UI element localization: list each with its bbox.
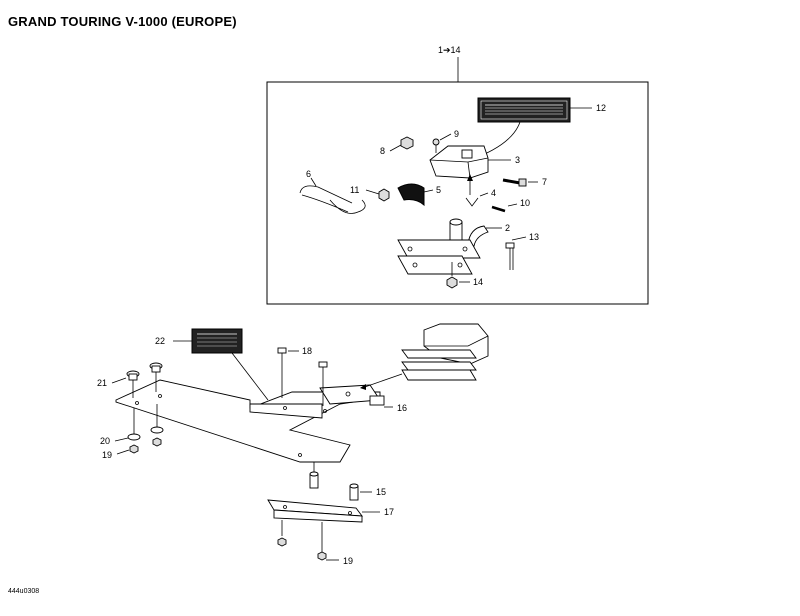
callout-6: 6 [306,169,311,179]
callout-10: 10 [520,198,530,208]
callout-20: 20 [100,436,110,446]
screw-9 [432,133,452,153]
kit-callout: 1➔14 [438,45,461,82]
drawing-code: 444u0308 [8,588,40,595]
callout-11: 11 [350,185,359,195]
nut-14 [446,262,470,289]
callout-18: 18 [302,346,312,356]
callout-kit-label: 1➔14 [438,45,461,55]
page-title: GRAND TOURING V-1000 (EUROPE) [8,14,237,29]
callout-15: 15 [376,487,386,497]
hitch-pin-6 [299,177,366,214]
bolt-13 [505,236,527,270]
callout-17: 17 [384,507,394,517]
kit-frame [266,81,649,305]
callout-22: 22 [155,336,165,346]
rivet-18 [277,347,328,406]
washer-20 [114,404,164,442]
spacer-15 [309,462,372,501]
callout-16: 16 [397,403,407,413]
callout-21: 21 [97,378,107,388]
warning-decal-12 [469,97,592,161]
callout-19-left: 19 [102,450,112,460]
reinforcement-plate-17 [267,499,380,523]
callout-4: 4 [491,188,496,198]
hitch-bracket-16 [319,384,393,408]
warning-decal-22 [173,328,269,401]
nut-19-bottom [277,520,339,561]
spring-clip-4 [465,174,489,207]
nut-11 [365,188,390,202]
callout-12: 12 [596,103,606,113]
callout-2: 2 [505,223,510,233]
callout-8: 8 [380,146,385,156]
callout-19-bottom: 19 [343,556,353,566]
nut-8 [389,136,414,152]
roll-pin-10 [491,203,518,213]
callout-7: 7 [542,177,547,187]
mounting-bracket-upper [397,239,481,275]
callout-14: 14 [473,277,483,287]
callout-9: 9 [454,129,459,139]
nut-19-left [116,437,162,455]
hitch-assembly-ghost [360,323,489,390]
hitch-housing-3 [429,145,511,179]
clamp-5 [397,183,434,207]
callout-3: 3 [515,155,520,165]
callout-13: 13 [529,232,539,242]
bolt-7 [502,178,538,187]
carriage-bolt-21 [111,362,163,398]
callout-5: 5 [436,185,441,195]
